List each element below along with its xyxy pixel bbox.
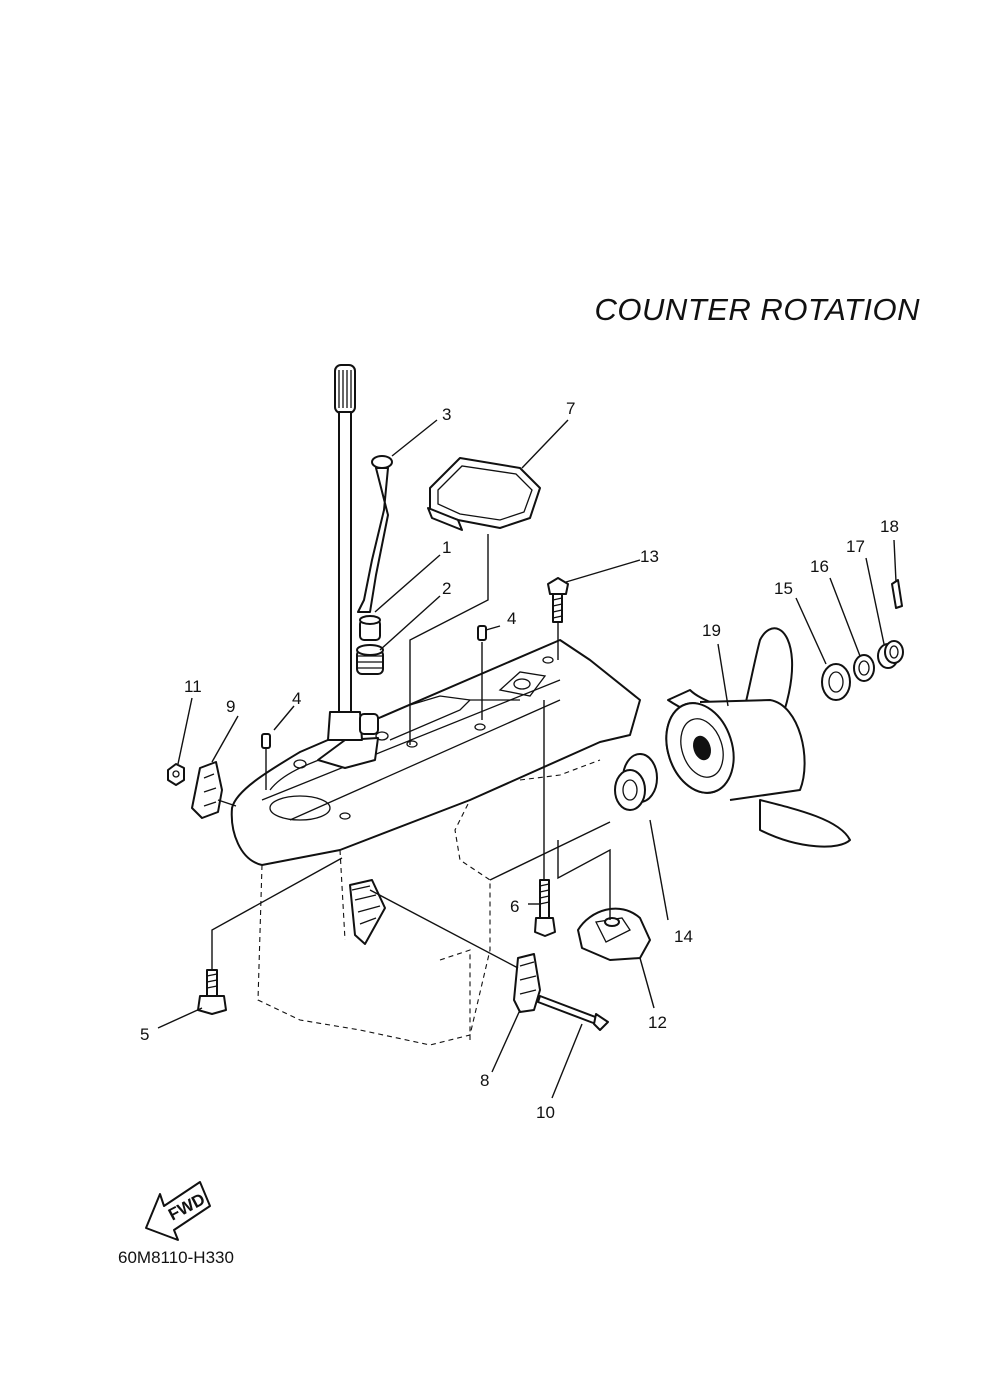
callout-17: 17	[846, 537, 865, 556]
propeller	[665, 627, 851, 848]
callout-12: 12	[648, 1013, 667, 1032]
callout-9: 9	[226, 697, 235, 716]
dowel-pin	[261, 625, 487, 749]
callout-13: 13	[640, 547, 659, 566]
callout-1: 1	[442, 538, 451, 557]
screw-10	[537, 995, 609, 1031]
bolt-6	[534, 879, 556, 937]
callout-7: 7	[566, 399, 575, 418]
water-pump-seal-grommet	[356, 644, 384, 735]
castle-nut	[877, 640, 904, 669]
callout-2: 2	[442, 579, 451, 598]
callout-8: 8	[480, 1071, 489, 1090]
anode-9	[191, 761, 223, 819]
thrust-bushing	[614, 753, 658, 811]
cotter-pin	[891, 579, 903, 609]
callout-3: 3	[442, 405, 451, 424]
callout-4a: 4	[507, 609, 516, 628]
nut-11	[167, 763, 185, 786]
callout-5: 5	[140, 1025, 149, 1044]
callout-19: 19	[702, 621, 721, 640]
bolt-5	[197, 969, 227, 1015]
callout-18: 18	[880, 517, 899, 536]
callouts: 3 7 1 2 4 4 13 11 9 19 15 16 17 18 14 12…	[140, 399, 899, 1122]
callout-10: 10	[536, 1103, 555, 1122]
spacer	[821, 663, 851, 701]
callout-11: 11	[184, 677, 202, 696]
callout-4b: 4	[292, 689, 301, 708]
leader-lines	[157, 419, 897, 1099]
gasket	[427, 457, 541, 531]
callout-16: 16	[810, 557, 829, 576]
drawing-code: 60M8110-H330	[118, 1248, 234, 1267]
diagram-title: COUNTER ROTATION	[594, 292, 920, 327]
anode-8	[513, 953, 541, 1013]
lower-casing	[230, 639, 641, 1046]
callout-6: 6	[510, 897, 519, 916]
callout-14: 14	[674, 927, 693, 946]
washer	[853, 654, 875, 682]
callout-15: 15	[774, 579, 793, 598]
water-tube-seal	[359, 615, 381, 641]
fwd-arrow-icon: FWD	[145, 1181, 211, 1241]
trim-tab	[577, 907, 651, 961]
bolt-13	[547, 577, 569, 623]
drive-shaft	[327, 364, 363, 741]
water-tube	[357, 455, 393, 613]
